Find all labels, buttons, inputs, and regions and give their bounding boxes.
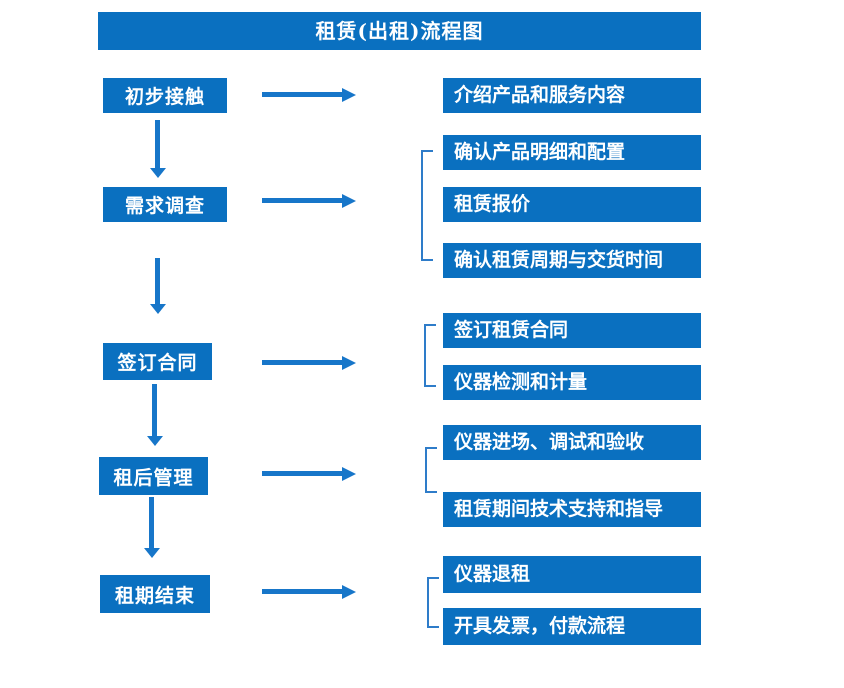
detail-box-confirm-product-config: 确认产品明细和配置 bbox=[443, 135, 701, 170]
step-box-initial-contact: 初步接触 bbox=[103, 78, 227, 113]
flowchart-title: 租赁(出租)流程图 bbox=[98, 12, 701, 50]
arrow-down-icon bbox=[152, 384, 157, 436]
step-box-demand-survey: 需求调查 bbox=[103, 187, 227, 222]
group-bracket bbox=[427, 577, 439, 628]
detail-box-sign-rental-contract: 签订租赁合同 bbox=[443, 313, 701, 348]
detail-box-invoice-payment: 开具发票，付款流程 bbox=[443, 608, 701, 645]
step-box-sign-contract: 签订合同 bbox=[103, 343, 212, 380]
detail-box-instrument-setup-acceptance: 仪器进场、调试和验收 bbox=[443, 425, 701, 460]
group-bracket bbox=[424, 324, 436, 387]
arrow-down-icon bbox=[155, 258, 160, 304]
step-box-post-rental-management: 租后管理 bbox=[99, 457, 208, 495]
arrow-right-icon bbox=[262, 360, 342, 365]
arrow-down-icon bbox=[155, 120, 160, 168]
detail-box-instrument-inspection: 仪器检测和计量 bbox=[443, 365, 701, 400]
detail-box-rental-quote: 租赁报价 bbox=[443, 187, 701, 222]
detail-box-technical-support: 租赁期间技术支持和指导 bbox=[443, 492, 701, 527]
step-box-rental-end: 租期结束 bbox=[100, 575, 210, 613]
detail-box-instrument-return: 仪器退租 bbox=[443, 556, 701, 593]
arrow-right-icon bbox=[262, 198, 342, 203]
group-bracket bbox=[421, 150, 433, 261]
arrow-down-icon bbox=[149, 497, 154, 548]
detail-box-introduce-products: 介绍产品和服务内容 bbox=[443, 78, 701, 113]
detail-box-confirm-period-delivery: 确认租赁周期与交货时间 bbox=[443, 243, 701, 278]
arrow-right-icon bbox=[262, 589, 342, 594]
arrow-right-icon bbox=[262, 471, 342, 476]
arrow-right-icon bbox=[262, 92, 342, 97]
group-bracket bbox=[425, 447, 437, 493]
